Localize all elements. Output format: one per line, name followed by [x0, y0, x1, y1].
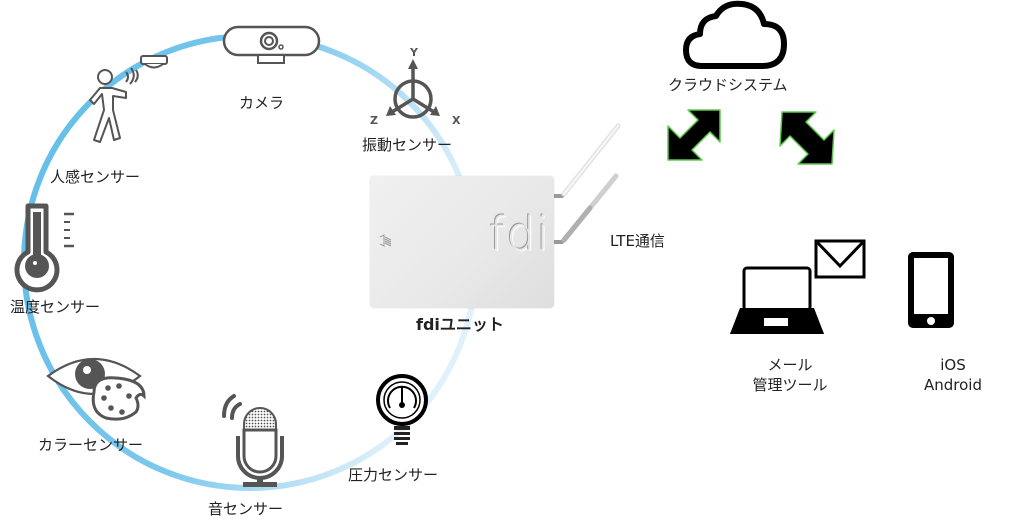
mobile-label-line2: Android [924, 376, 982, 394]
webcam-icon [222, 25, 321, 64]
cloud-system-label: クラウドシステム [668, 76, 788, 94]
pressure-gauge-icon [376, 374, 428, 445]
mobile-label: iOS Android [900, 356, 1006, 394]
vibration-sensor-label: 振動センサー [362, 136, 453, 154]
x-axis-label: X [452, 114, 461, 127]
mobile-label-line1: iOS [940, 356, 966, 374]
lte-label: LTE通信 [610, 232, 665, 250]
laptop-mail-icon [730, 239, 866, 334]
motion-sensor-icon [89, 55, 168, 143]
bidirectional-arrow-icon [667, 109, 721, 161]
z-axis-label: Z [370, 114, 378, 127]
mail-tool-label-line1: メール [767, 356, 813, 374]
motion-sensor-label: 人感センサー [50, 168, 141, 186]
cloud-icon [683, 0, 787, 69]
thermometer-icon [14, 203, 74, 293]
fdi-unit-body [370, 176, 554, 308]
y-axis-label: Y [409, 46, 419, 59]
antenna-icon [554, 123, 621, 244]
color-sensor-label: カラーセンサー [38, 436, 144, 454]
sound-sensor-label: 音センサー [208, 500, 284, 518]
camera-label: カメラ [239, 94, 285, 112]
fdi-unit-label: fdiユニット [416, 315, 504, 334]
mail-tool-label: メール 管理ツール [740, 356, 840, 394]
smartphone-icon [908, 252, 954, 328]
mail-tool-label-line2: 管理ツール [752, 376, 828, 394]
bidirectional-arrow-icon [779, 111, 835, 165]
fdi-logo: fdi [489, 207, 551, 261]
pressure-sensor-label: 圧力センサー [348, 466, 439, 484]
temperature-sensor-label: 温度センサー [10, 298, 101, 316]
microphone-icon [222, 394, 284, 487]
eye-palette-icon [46, 358, 146, 421]
laptop-base [730, 308, 824, 334]
vent-icon [379, 234, 392, 247]
xyz-axis-icon: Y Z X [370, 46, 461, 127]
